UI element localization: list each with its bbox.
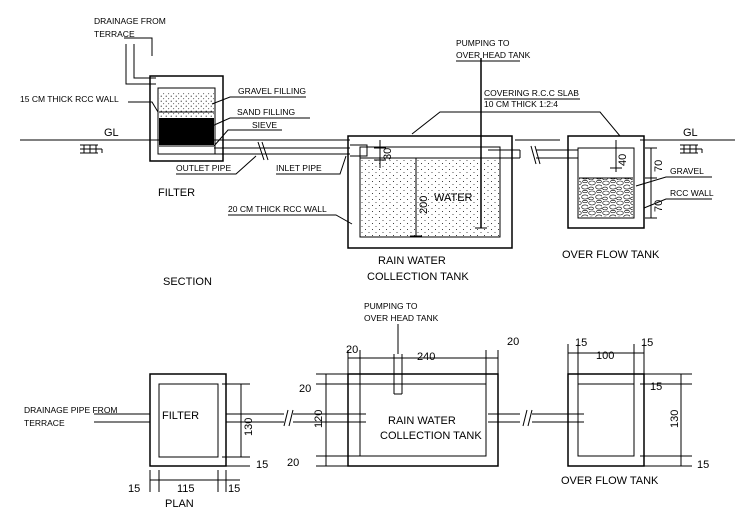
plan-filter-label: FILTER <box>162 410 199 422</box>
filter-title: FILTER <box>158 187 195 199</box>
dim-120-label: 120 <box>313 410 325 428</box>
plan-drainage-label-line1: DRAINAGE PIPE FROM <box>24 405 118 415</box>
rcc-wall-label: RCC WALL <box>670 188 714 198</box>
gravel-layer <box>579 178 633 217</box>
plan-title: PLAN <box>165 498 194 510</box>
ground-hatch-right <box>680 144 703 154</box>
plan-collection-tank <box>316 350 568 467</box>
collection-tank-section <box>347 58 578 249</box>
outlet-pipe-label: OUTLET PIPE <box>176 163 231 173</box>
collection-tank-title-line2: COLLECTION TANK <box>367 271 469 283</box>
tank-dimensions <box>374 140 422 237</box>
dim-115-label: 115 <box>177 483 195 495</box>
drainage-pipe <box>124 37 156 85</box>
plan-pumping-label-line1: PUMPING TO <box>364 301 418 311</box>
plan-overflow-tank <box>567 344 692 467</box>
section-view: GL GL DRAINAGE FROM TERRACE 15 CM THICK … <box>20 16 735 288</box>
ground-hatch-left <box>80 144 103 154</box>
dim-15-filter-label: 15 <box>256 459 268 471</box>
rcc-wall-15-label: 15 CM THICK RCC WALL <box>20 94 119 104</box>
plan-collection-tank-label-line2: COLLECTION TANK <box>380 430 482 442</box>
section-title: SECTION <box>163 276 212 288</box>
water-label: WATER <box>434 192 473 204</box>
overflow-tank-title: OVER FLOW TANK <box>562 249 660 261</box>
dim-15-bottom-left-label: 15 <box>128 483 140 495</box>
covering-label-line2: 10 CM THICK 1:2:4 <box>484 99 558 109</box>
plan-view: DRAINAGE PIPE FROM TERRACE FILTER 130 15… <box>24 301 709 510</box>
dim-20-left-lower-label: 20 <box>287 457 299 469</box>
plan-overflow-tank-label: OVER FLOW TANK <box>561 475 659 487</box>
dim-100-label: 100 <box>596 350 614 362</box>
sieve-label: SIEVE <box>252 120 277 130</box>
collection-tank-title-line1: RAIN WATER <box>378 255 446 267</box>
plan-drainage-label-line2: TERRACE <box>24 418 65 428</box>
sand-filling-layer <box>159 118 214 145</box>
covering-label-line1: COVERING R.C.C SLAB <box>484 88 579 98</box>
inlet-pipe <box>214 141 368 161</box>
pumping-label-line2: OVER HEAD TANK <box>456 50 531 60</box>
dim-15-top-right-label: 15 <box>641 337 653 349</box>
dim-15-over-flow-label: 15 <box>650 381 662 393</box>
dim-20-left-upper-label: 20 <box>299 383 311 395</box>
dim-40-label: 40 <box>617 154 629 166</box>
gravel-label: GRAVEL <box>670 166 704 176</box>
dim-20-top-right-label: 20 <box>507 336 519 348</box>
dim-200-label: 200 <box>418 196 430 214</box>
plan-pumping-label-line2: OVER HEAD TANK <box>364 313 439 323</box>
plan-filter <box>149 373 360 492</box>
water-fill <box>361 158 499 236</box>
filter-section <box>149 75 224 162</box>
dim-15-top-left-label: 15 <box>575 337 587 349</box>
dim-15-bottom-right-label: 15 <box>228 483 240 495</box>
rcc-wall-20-label: 20 CM THICK RCC WALL <box>228 204 327 214</box>
drainage-label-line2: TERRACE <box>94 29 135 39</box>
gravel-filling-layer <box>159 92 214 112</box>
plan-drainage-pipe <box>94 413 150 423</box>
overflow-tank-section <box>567 135 657 229</box>
gl-right-label: GL <box>683 127 698 139</box>
dim-15-over-flow-bottom-label: 15 <box>697 459 709 471</box>
gl-left-label: GL <box>104 127 119 139</box>
dim-30-label: 30 <box>382 148 394 160</box>
drainage-label-line1: DRAINAGE FROM <box>94 16 166 26</box>
dim-20-top-left-label: 20 <box>346 344 358 356</box>
gravel-filling-label: GRAVEL FILLING <box>238 86 306 96</box>
sand-filling-label: SAND FILLING <box>237 107 295 117</box>
dim-130-over-flow-label: 130 <box>669 410 681 428</box>
dim-240-label: 240 <box>417 351 435 363</box>
dim-70-top-label: 70 <box>653 160 665 172</box>
inlet-pipe-label: INLET PIPE <box>276 163 322 173</box>
dim-130-filter-label: 130 <box>243 418 255 436</box>
pumping-label-line1: PUMPING TO <box>456 38 510 48</box>
plan-collection-tank-label-line1: RAIN WATER <box>388 415 456 427</box>
